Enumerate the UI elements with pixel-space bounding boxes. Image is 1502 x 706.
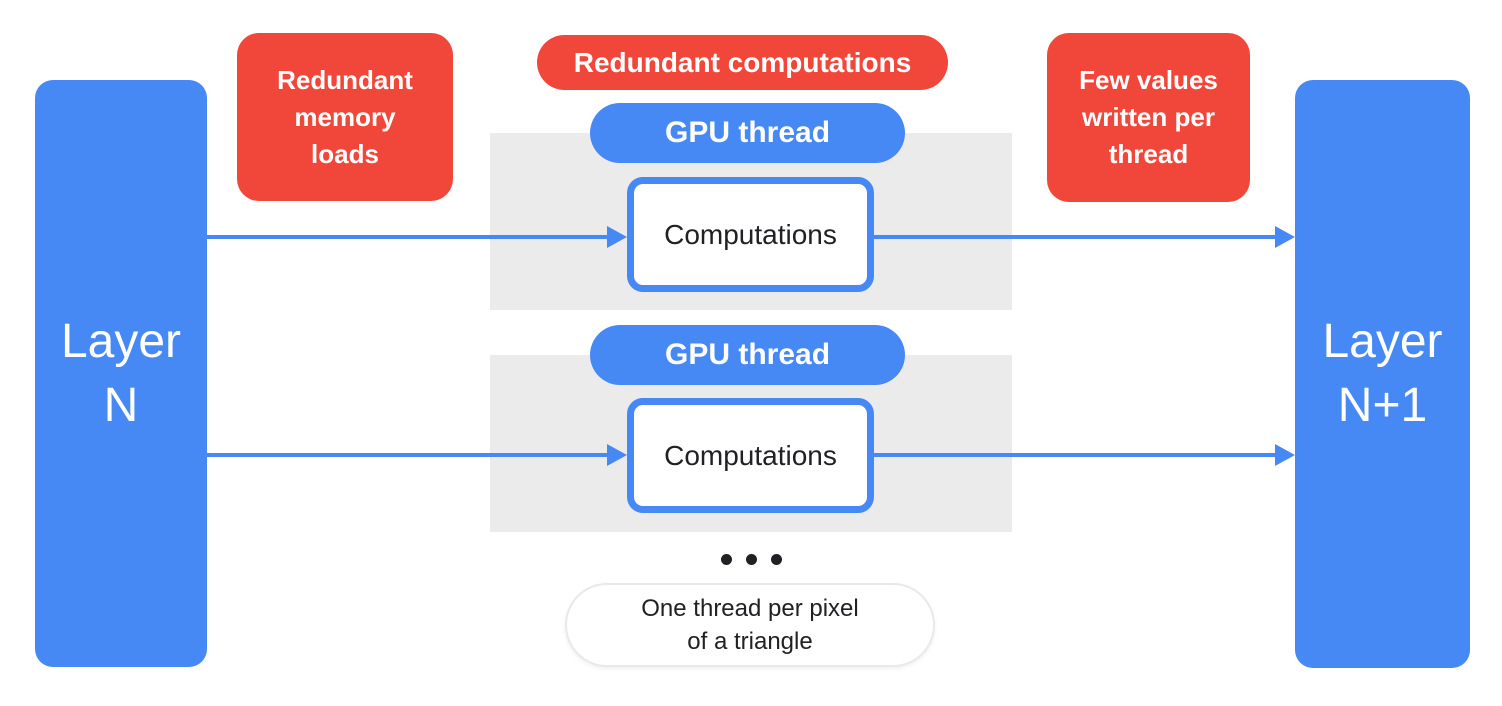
gpu-thread-pill-1: GPU thread — [590, 103, 905, 163]
computations-box-1: Computations — [627, 177, 874, 292]
badge-text-line: memory — [294, 101, 396, 132]
note-text-line: One thread per pixel — [641, 595, 859, 622]
badge-text-line: Few values — [1079, 65, 1218, 95]
ellipsis-dots-icon — [721, 554, 782, 565]
computations-label: Computations — [664, 439, 837, 471]
flow-arrow-line-bottom-left — [207, 453, 607, 457]
gpu-thread-pill-2: GPU thread — [590, 325, 905, 385]
redundant-memory-loads-badge: Redundant memory loads — [237, 33, 453, 201]
note-text-line: of a triangle — [687, 628, 813, 655]
layer-n-label-line2: N — [103, 378, 139, 432]
gpu-thread-label: GPU thread — [664, 116, 831, 149]
gpu-thread-label: GPU thread — [664, 338, 831, 371]
flow-arrow-line-top-left — [207, 235, 607, 239]
arrowhead-icon — [1275, 444, 1295, 466]
layer-n-plus-1-label: Layer N+1 — [1322, 310, 1442, 438]
dot-icon — [721, 554, 732, 565]
layer-n-plus-1-label-line2: N+1 — [1337, 379, 1428, 432]
few-values-badge: Few values written per thread — [1047, 33, 1250, 202]
dot-icon — [771, 554, 782, 565]
layer-n-label: Layer N — [61, 310, 181, 438]
layer-n-plus-1-box: Layer N+1 — [1295, 80, 1470, 668]
layer-n-plus-1-label-line1: Layer — [1322, 315, 1443, 368]
redundant-computations-badge: Redundant computations — [537, 35, 948, 90]
layer-n-box: Layer N — [35, 80, 207, 667]
badge-text-line: loads — [311, 138, 379, 169]
badge-text-line: thread — [1108, 139, 1189, 169]
layer-n-label-line1: Layer — [60, 314, 182, 368]
flow-arrow-line-bottom-right — [874, 453, 1275, 457]
computations-label: Computations — [664, 218, 837, 250]
dot-icon — [746, 554, 757, 565]
badge-text-line: written per — [1082, 102, 1215, 132]
badge-text-line: Redundant — [277, 64, 413, 95]
arrowhead-icon — [607, 444, 627, 466]
flow-arrow-line-top-right — [874, 235, 1275, 239]
one-thread-per-pixel-note: One thread per pixel of a triangle — [565, 583, 935, 667]
badge-text: Redundant computations — [573, 46, 912, 78]
arrowhead-icon — [607, 226, 627, 248]
computations-box-2: Computations — [627, 398, 874, 513]
arrowhead-icon — [1275, 226, 1295, 248]
